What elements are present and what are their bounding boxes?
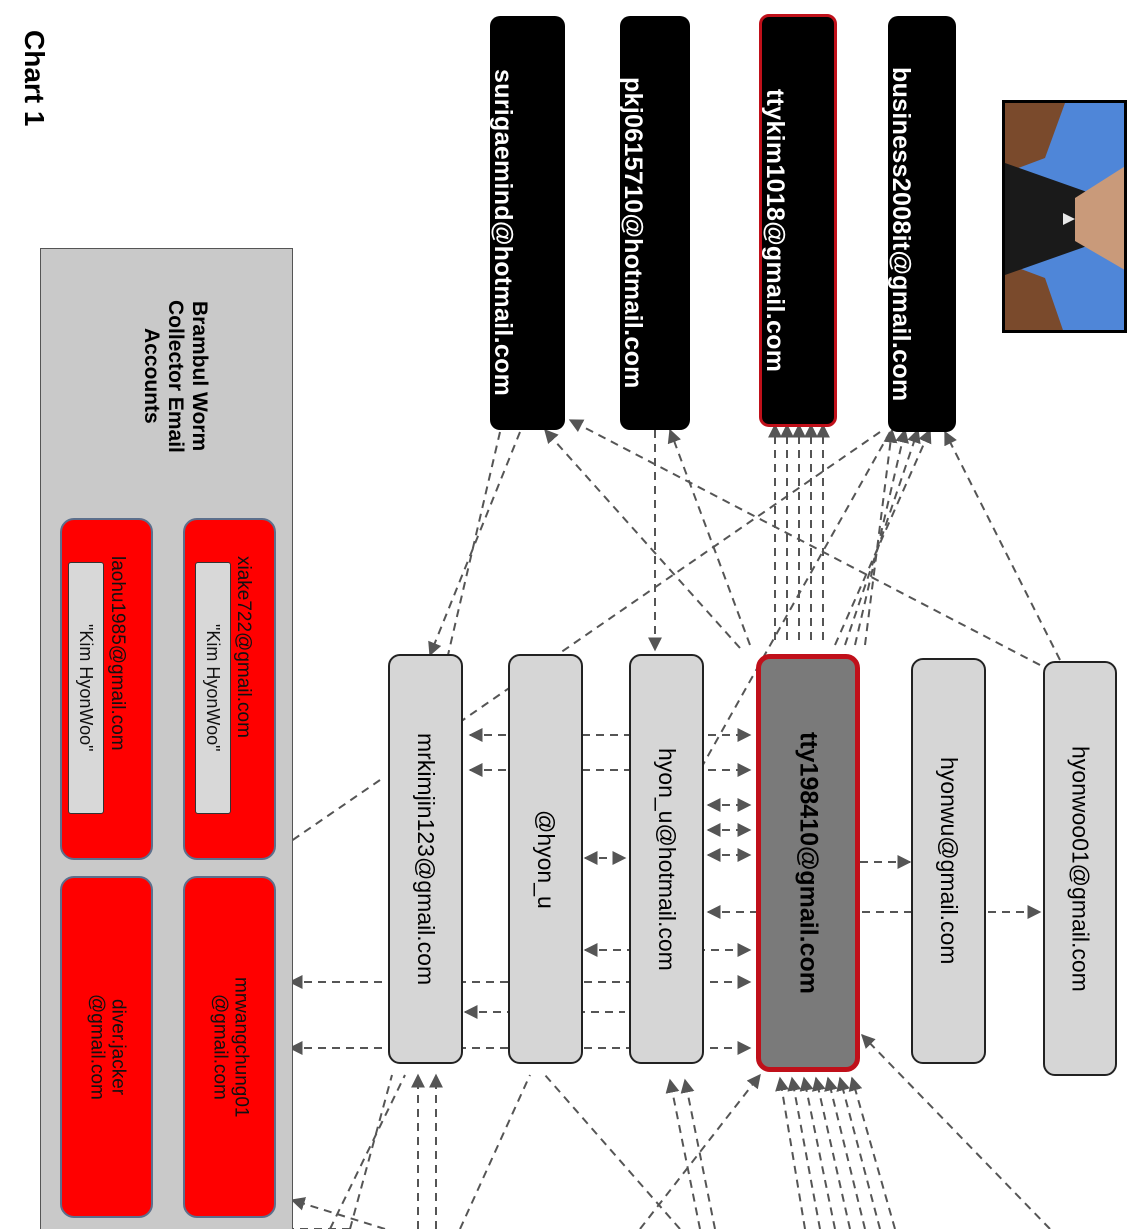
alias-label: "Kim HyonWoo": [203, 624, 223, 752]
edge: [428, 431, 521, 657]
edge: [447, 431, 501, 656]
account-ttykim1018: ttykim1018@gmail.com: [759, 14, 837, 427]
edge: [544, 1074, 681, 1229]
collector-email: laohu1985@gmail.com: [107, 556, 128, 751]
edge: [148, 779, 381, 939]
account-pkj0615710: pkj0615710@hotmail.com: [619, 16, 690, 430]
edge: [854, 428, 909, 646]
profile-photo: [1002, 100, 1127, 333]
account-surigaemind: surigaemind@hotmail.com: [489, 16, 565, 430]
collector-email: diver.jacker @gmail.com: [86, 994, 129, 1100]
alias-box: "Kim HyonWoo": [195, 562, 231, 814]
alias-label: "Kim HyonWoo": [76, 624, 96, 752]
edge: [459, 1074, 531, 1229]
edge: [844, 428, 921, 646]
edge: [836, 1076, 881, 1229]
edge: [544, 428, 741, 649]
collector-email: mrwangchung01 @gmail.com: [209, 976, 252, 1118]
edge: [568, 419, 1041, 666]
edge: [775, 1076, 806, 1229]
edge: [665, 1078, 701, 1229]
edge: [944, 430, 1061, 661]
alias-box: "Kim HyonWoo": [68, 562, 104, 814]
account-hyonwoo01: hyonwoo01@gmail.com: [1043, 661, 1117, 1076]
edge: [699, 431, 891, 771]
account-tty198410-center: tty198410@gmail.com: [756, 654, 860, 1072]
panel-title: Brambul Worm Collector Email Accounts: [139, 299, 212, 453]
edge: [290, 1197, 386, 1229]
edge: [811, 1076, 851, 1229]
edge: [864, 428, 898, 646]
collector-email: xiake722@gmail.com: [233, 556, 254, 738]
account-hyonwu: hyonwu@gmail.com: [911, 658, 986, 1064]
edge: [680, 1078, 716, 1229]
edge: [848, 1076, 896, 1229]
edge: [349, 1074, 393, 1229]
account-business2008it: business2008it@gmail.com: [887, 16, 956, 432]
account-hyon-u-hotmail: hyon_u@hotmail.com: [629, 654, 704, 1064]
account-mrkimjin123: mrkimjin123@gmail.com: [388, 654, 463, 1064]
edge: [787, 1076, 821, 1229]
collector-account-diver-jacker: diver.jacker @gmail.com: [60, 876, 153, 1218]
edge: [639, 1073, 761, 1229]
edge: [799, 1076, 836, 1229]
edge: [329, 1074, 406, 1229]
edge: [667, 428, 751, 646]
account-hyon-u: @hyon_u: [508, 654, 583, 1064]
edge: [824, 1076, 866, 1229]
chart-label: Chart 1: [19, 30, 50, 127]
edge: [861, 1033, 1051, 1229]
collector-account-mrwangchung01: mrwangchung01 @gmail.com: [183, 876, 276, 1218]
